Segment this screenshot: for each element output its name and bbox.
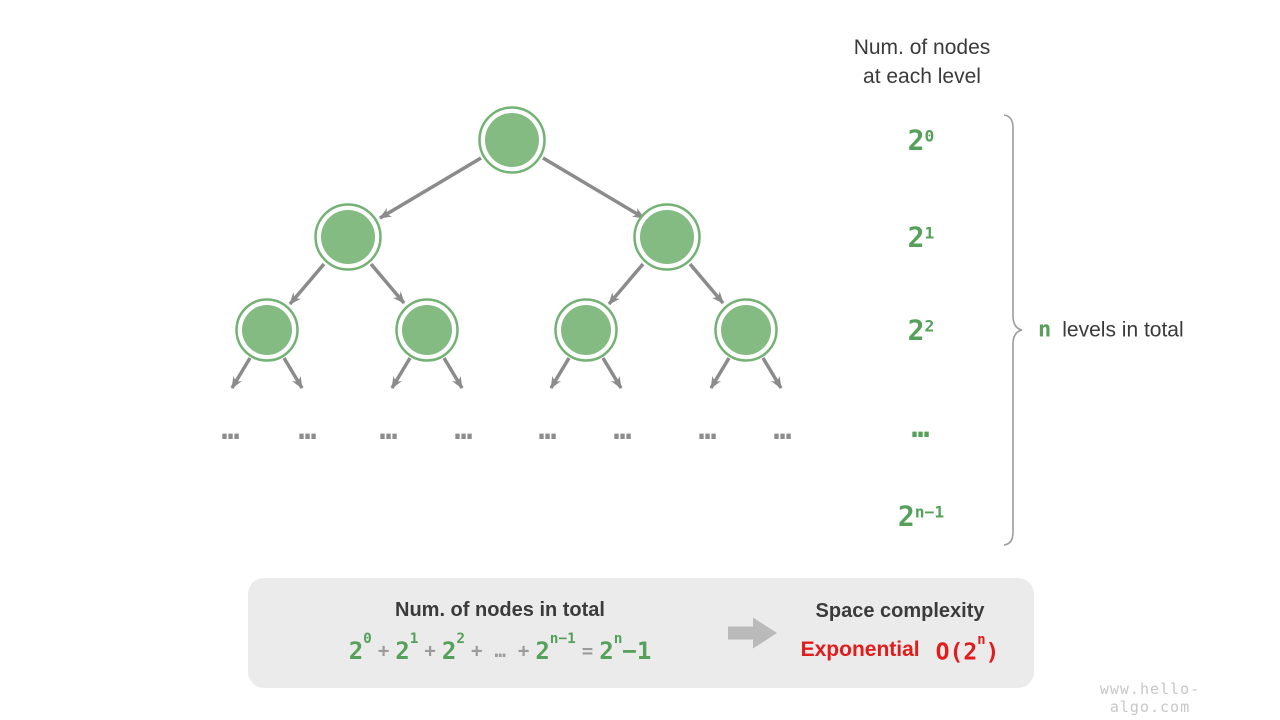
formula-ellipsis: …: [494, 640, 506, 662]
leaf-ellipsis: …: [221, 412, 241, 447]
summary-box: [248, 578, 1034, 688]
formula-operator: +: [470, 640, 483, 662]
formula-result: 2n−1: [599, 630, 652, 665]
leaf-ellipsis: …: [298, 412, 318, 447]
level-count-label: 2n−1: [898, 500, 944, 533]
total-column: Num. of nodes in total 20+21+22+…+2n−1=2…: [260, 578, 740, 688]
total-formula: 20+21+22+…+2n−1=2n−1: [349, 631, 652, 668]
level-count-exponent: 2: [924, 316, 935, 336]
total-title: Num. of nodes in total: [395, 599, 605, 621]
level-count-exponent: 0: [924, 126, 935, 146]
tree-edge: [282, 357, 304, 389]
formula-term: 21: [395, 630, 419, 665]
formula-operator: +: [377, 640, 390, 662]
level-count-label: 22: [908, 314, 935, 347]
level-count-base: 2: [897, 499, 915, 533]
leaf-ellipsis: …: [613, 412, 633, 447]
leaf-ellipsis: …: [773, 412, 793, 447]
complexity-value: Exponential O(2n): [801, 632, 1000, 668]
leaf-ellipsis: …: [379, 412, 399, 447]
tree-node: [235, 298, 299, 362]
tree-edge: [230, 357, 252, 389]
leaf-ellipsis: …: [454, 412, 474, 447]
tree-node: [314, 203, 382, 271]
level-count-exponent: n−1: [914, 502, 945, 522]
level-count-base: 2: [907, 313, 925, 347]
tree-edge: [369, 262, 406, 305]
complexity-column: Space complexity Exponential O(2n): [782, 578, 1018, 688]
level-count-base: 2: [907, 220, 925, 254]
tree-edge: [542, 156, 645, 220]
watermark: www.hello-algo.com: [1099, 680, 1201, 716]
tree-edge: [442, 357, 464, 389]
formula-operator: +: [424, 640, 436, 662]
tree-node: [554, 298, 618, 362]
tree-nodes: [235, 106, 778, 362]
tree-edge: [709, 357, 731, 389]
big-o-notation: O(2n): [935, 631, 1000, 666]
tree-node-root: [478, 106, 546, 174]
level-count-exponent: 1: [924, 223, 935, 243]
tree-node: [633, 203, 701, 271]
complexity-label: Exponential: [800, 637, 920, 661]
tree-edge: [549, 357, 571, 389]
leaf-ellipsis: …: [538, 412, 558, 447]
level-brace: [1003, 114, 1023, 546]
tree-node: [714, 298, 778, 362]
tree-edge: [688, 262, 725, 305]
tree-edge: [761, 357, 783, 389]
tree-edge: [390, 357, 412, 389]
column-header-line2: at each level: [863, 65, 981, 88]
column-header: Num. of nodes at each level: [822, 33, 1022, 91]
level-ellipsis: …: [911, 410, 931, 445]
formula-term: 20: [348, 630, 372, 665]
brace-annotation: n levels in total: [1038, 318, 1184, 343]
tree-edge: [607, 262, 645, 306]
formula-term: 2n−1: [535, 630, 576, 665]
column-header-line1: Num. of nodes: [853, 36, 991, 59]
level-count-label: 21: [908, 221, 935, 254]
brace-annotation-text: levels in total: [1062, 318, 1184, 341]
space-title: Space complexity: [815, 599, 985, 622]
tree-edges: [230, 156, 783, 389]
leaf-ellipsis: …: [698, 412, 718, 447]
n-symbol: n: [1038, 317, 1052, 343]
tree-edge: [288, 262, 326, 306]
tree-node: [395, 298, 459, 362]
formula-operator: +: [517, 640, 530, 662]
tree-edge: [379, 156, 482, 220]
formula-equals: =: [581, 640, 594, 662]
tree-edge: [601, 357, 623, 389]
level-count-label: 20: [908, 124, 935, 157]
level-count-base: 2: [907, 123, 925, 157]
formula-term: 22: [441, 630, 465, 665]
